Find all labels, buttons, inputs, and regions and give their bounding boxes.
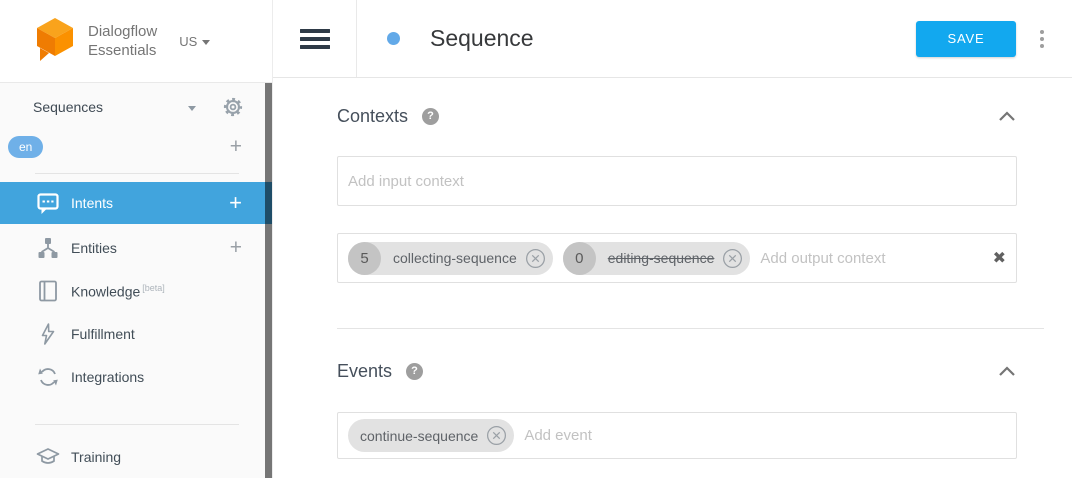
sidebar-divider — [35, 424, 239, 425]
section-divider — [337, 328, 1044, 329]
page-title: Sequence — [430, 25, 534, 51]
gear-icon[interactable] — [222, 96, 244, 118]
collapse-contexts-button[interactable] — [998, 110, 1016, 122]
chevron-down-icon[interactable] — [188, 105, 196, 111]
collapse-events-button[interactable] — [998, 365, 1016, 377]
agent-name[interactable]: Sequences — [33, 99, 104, 115]
remove-chip-icon[interactable] — [525, 248, 546, 269]
output-context-field[interactable] — [760, 249, 985, 267]
sidebar-divider — [35, 173, 239, 174]
sidebar: Dialogflow Essentials US Sequences en + — [0, 0, 272, 478]
add-entity-button[interactable]: + — [229, 236, 242, 259]
input-context-field[interactable] — [348, 172, 1006, 190]
remove-chip-icon[interactable] — [722, 248, 743, 269]
context-chip-label: editing-sequence — [607, 250, 715, 266]
beta-badge: [beta] — [142, 282, 165, 293]
sidebar-item-training[interactable]: Training — [0, 436, 272, 478]
sidebar-item-label: Training — [71, 449, 122, 465]
intent-status-dot — [387, 32, 400, 45]
menu-toggle-area — [273, 0, 357, 77]
brand-name: Dialogflow Essentials — [88, 23, 158, 59]
region-selector[interactable]: US — [179, 34, 211, 49]
sync-icon — [38, 368, 58, 386]
sidebar-nav: Intents + Entities + Knowledge[beta] — [0, 182, 272, 478]
sidebar-item-label: Integrations — [71, 369, 145, 385]
chat-bubble-icon — [37, 193, 59, 214]
graduation-cap-icon — [36, 448, 60, 464]
sidebar-item-label: Knowledge[beta] — [71, 282, 165, 300]
language-tab-en[interactable]: en — [8, 136, 44, 158]
clear-contexts-icon[interactable]: ✖ — [992, 250, 1006, 267]
chevron-up-icon — [999, 365, 1015, 376]
header-actions: SAVE — [916, 0, 1072, 77]
add-language-button[interactable]: + — [229, 135, 242, 158]
help-icon[interactable]: ? — [406, 362, 424, 380]
output-context-box: 5 collecting-sequence 0 editing-sequence… — [337, 233, 1017, 283]
events-section-header: Events ? — [337, 358, 1072, 384]
sidebar-item-fulfillment[interactable]: Fulfillment — [0, 313, 272, 355]
main-panel: Sequence SAVE Contexts ? — [272, 0, 1072, 478]
sidebar-item-knowledge[interactable]: Knowledge[beta] — [0, 270, 272, 312]
contexts-section-header: Contexts ? — [337, 103, 1072, 129]
dialogflow-logo-icon — [37, 18, 73, 61]
add-event-field[interactable] — [524, 427, 1006, 444]
context-lifespan-badge[interactable]: 5 — [348, 241, 381, 275]
language-row: en + — [0, 119, 272, 165]
events-box: continue-sequence — [337, 412, 1017, 459]
output-context-chip: 0 editing-sequence — [562, 241, 751, 275]
main-header: Sequence SAVE — [273, 0, 1072, 78]
help-icon[interactable]: ? — [422, 107, 440, 125]
agent-selector-row: Sequences — [0, 83, 272, 119]
sidebar-item-label: Fulfillment — [71, 326, 135, 342]
contexts-title: Contexts — [337, 105, 409, 126]
sidebar-item-label: Intents — [71, 195, 114, 211]
book-icon — [39, 280, 57, 302]
more-options-icon[interactable] — [1038, 26, 1046, 51]
save-button[interactable]: SAVE — [916, 20, 1016, 57]
add-intent-button[interactable]: + — [229, 190, 242, 215]
events-title: Events — [337, 360, 393, 381]
input-context-box — [337, 156, 1017, 206]
lightning-icon — [41, 323, 55, 345]
sidebar-item-label: Entities — [71, 240, 117, 256]
remove-chip-icon[interactable] — [486, 425, 507, 446]
sidebar-item-entities[interactable]: Entities + — [0, 227, 272, 269]
output-context-chip: 5 collecting-sequence — [348, 241, 553, 275]
event-chip: continue-sequence — [348, 419, 515, 452]
hamburger-menu-icon[interactable] — [299, 25, 330, 53]
context-lifespan-badge[interactable]: 0 — [562, 241, 596, 275]
intent-title-area: Sequence — [357, 0, 916, 77]
context-chip-label: collecting-sequence — [393, 250, 517, 266]
intent-editor-content: Contexts ? 5 collecting-sequence — [273, 103, 1072, 459]
sidebar-item-integrations[interactable]: Integrations — [0, 356, 272, 398]
sidebar-scrollbar[interactable] — [265, 83, 272, 478]
chevron-up-icon — [999, 110, 1015, 121]
sidebar-header: Dialogflow Essentials US — [0, 0, 272, 83]
chevron-down-icon — [202, 39, 211, 45]
entity-hub-icon — [38, 238, 58, 258]
sidebar-item-intents[interactable]: Intents + — [0, 182, 272, 224]
event-chip-label: continue-sequence — [360, 427, 479, 444]
